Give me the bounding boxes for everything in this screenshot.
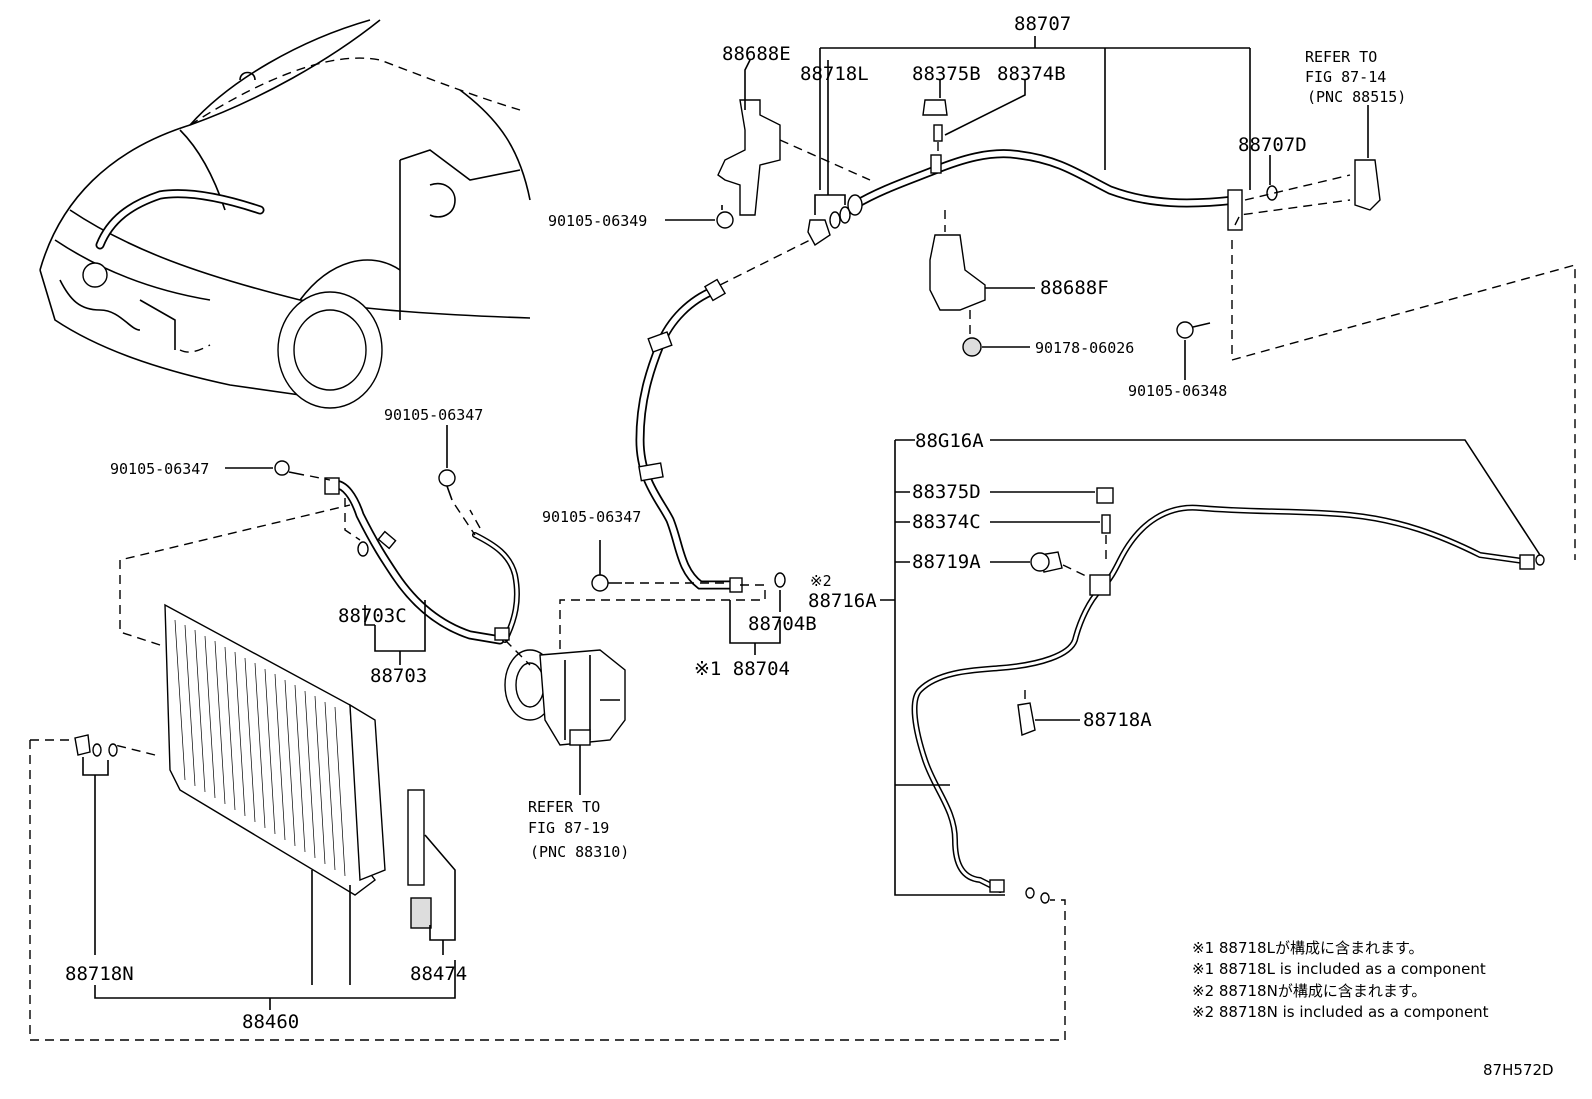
label-88718N: 88718N [65, 963, 134, 985]
o-ring-88707D[interactable] [1244, 155, 1351, 201]
label-88375D: 88375D [912, 481, 981, 503]
label-90105-06349: 90105-06349 [548, 212, 647, 230]
note-2-jp: ※2 88718Nが構成に含まれます。 [1192, 982, 1426, 1000]
discharge-hose-assembly-88704[interactable] [635, 239, 811, 593]
hose-clamp-88688F[interactable] [929, 210, 1035, 335]
88G16A-callout [895, 439, 1541, 556]
diagram-code: 87H572D [1483, 1061, 1554, 1079]
note-2-en: ※2 88718N is included as a component [1192, 1003, 1489, 1021]
ref-87-19-line1: REFER TO [528, 798, 600, 816]
88460-callout [94, 960, 456, 1010]
label-90105-06347-center: 90105-06347 [542, 508, 641, 526]
bolt-90105-06347-upper[interactable] [438, 425, 476, 536]
pipe-clamp-88718A[interactable] [1017, 690, 1080, 736]
label-88716A-mark: ※2 [810, 572, 832, 590]
service-valve-cap-88375B[interactable] [922, 80, 948, 116]
bolt-90105-06347-center[interactable] [591, 540, 725, 592]
expansion-valve-88515[interactable] [1234, 105, 1381, 226]
ref-87-14-line3: (PNC 88515) [1307, 88, 1406, 106]
o-ring-88704B[interactable] [774, 572, 786, 612]
label-90105-06347-left: 90105-06347 [110, 460, 209, 478]
hose-clamp-88688E[interactable] [717, 59, 871, 216]
o-ring-set-88718L[interactable] [807, 60, 851, 247]
label-88688F: 88688F [1040, 277, 1109, 299]
suction-hose-assembly-88707[interactable] [847, 149, 1243, 231]
ref-87-19-line2: FIG 87-19 [528, 819, 609, 837]
label-88719A: 88719A [912, 551, 981, 573]
label-88688E: 88688E [722, 43, 791, 65]
label-88474: 88474 [410, 963, 467, 985]
discharge-hose-88703[interactable] [324, 477, 531, 666]
label-88460: 88460 [242, 1011, 299, 1033]
label-88716A: 88716A [808, 590, 877, 612]
component-notes: ※1 88718Lが構成に含まれます。 ※1 88718L is include… [1192, 939, 1489, 1021]
note-1-jp: ※1 88718Lが構成に含まれます。 [1192, 939, 1423, 957]
label-90105-06347-upper: 90105-06347 [384, 406, 483, 424]
label-88704B: 88704B [748, 613, 817, 635]
label-88718L: 88718L [800, 63, 869, 85]
bolt-90105-06349[interactable] [665, 205, 734, 229]
desiccant-dryer-88474[interactable] [407, 789, 456, 955]
ref-87-19-line3: (PNC 88310) [530, 843, 629, 861]
compressor-88310[interactable] [504, 649, 626, 795]
vehicle-illustration [39, 19, 531, 409]
part-number-labels: 88707 88688E 88718L 88375B 88374B 88707D… [65, 13, 1307, 1033]
label-88375B: 88375B [912, 63, 981, 85]
note-1-en: ※1 88718L is included as a component [1192, 960, 1486, 978]
label-90105-06348: 90105-06348 [1128, 382, 1227, 400]
o-ring-88703C[interactable] [344, 498, 426, 665]
ref-87-14-line2: FIG 87-14 [1305, 68, 1386, 86]
bolt-90105-06347-left[interactable] [225, 460, 331, 481]
reference-fig-87-19: REFER TO FIG 87-19 (PNC 88310) [528, 798, 629, 861]
label-88703: 88703 [370, 665, 427, 687]
label-88707D: 88707D [1238, 134, 1307, 156]
service-valve-cap-88375D[interactable] [895, 487, 1114, 504]
label-88G16A: 88G16A [915, 430, 984, 452]
88707-callout [819, 36, 1251, 190]
o-ring-set-88718N[interactable] [29, 734, 1066, 1041]
reference-fig-87-14: REFER TO FIG 87-14 (PNC 88515) [1305, 48, 1406, 106]
valve-core-88374B[interactable] [933, 80, 1026, 155]
bolt-90105-06348[interactable] [1176, 240, 1576, 560]
label-88707: 88707 [1014, 13, 1071, 35]
label-88374C: 88374C [912, 511, 981, 533]
liquid-pipe-88716A[interactable] [880, 440, 1545, 904]
ref-87-14-line1: REFER TO [1305, 48, 1377, 66]
condenser-88460[interactable] [114, 504, 386, 985]
valve-core-88374C[interactable] [895, 514, 1111, 565]
label-88374B: 88374B [997, 63, 1066, 85]
88704-callout [559, 584, 781, 655]
pressure-sensor-88719A[interactable] [895, 551, 1091, 579]
label-90178-06026: 90178-06026 [1035, 339, 1134, 357]
label-88704: ※1 88704 [694, 658, 790, 680]
label-88703C: 88703C [338, 605, 407, 627]
label-88718A: 88718A [1083, 709, 1152, 731]
nut-90178-06026[interactable] [962, 337, 1030, 357]
